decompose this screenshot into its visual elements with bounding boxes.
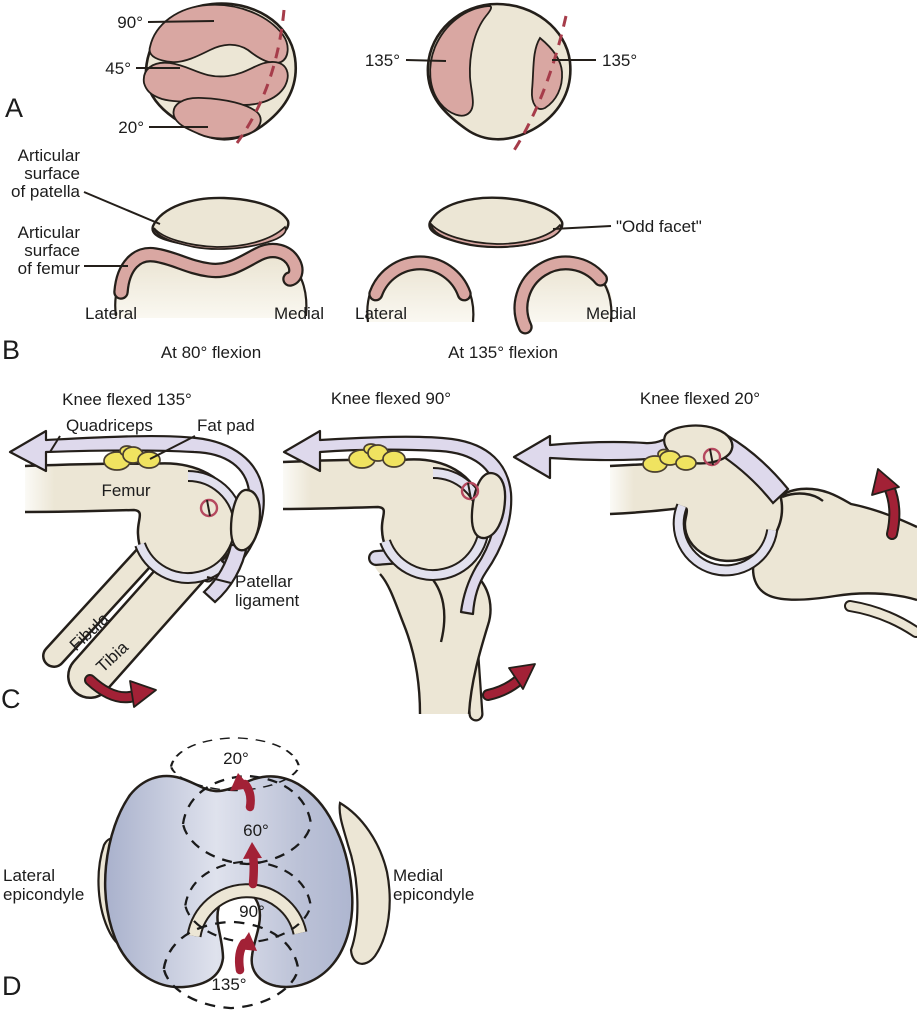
joint-space bbox=[381, 469, 489, 579]
panel-letter-c: C bbox=[1, 684, 21, 714]
tracking-arrows bbox=[230, 773, 262, 975]
articular-femur-line2: surface bbox=[24, 241, 80, 260]
tibia-rotation-arrow bbox=[484, 676, 523, 699]
articular-femur-line3: of femur bbox=[18, 259, 81, 278]
label-quadriceps: Quadriceps bbox=[66, 416, 153, 435]
contact-band-45 bbox=[142, 61, 289, 106]
title-knee-20: Knee flexed 20° bbox=[640, 389, 760, 408]
title-knee-135: Knee flexed 135° bbox=[62, 390, 192, 409]
patellar-ligament-band bbox=[716, 434, 790, 505]
panel-b: Lateral Medial At 80° flexion "Odd facet… bbox=[2, 146, 702, 365]
patella-track-outlines bbox=[162, 737, 313, 1010]
articular-patella-line1: Articular bbox=[18, 146, 81, 165]
label-90deg-position: 90° bbox=[239, 902, 265, 921]
label-lateral-epicondyle-1: Lateral bbox=[3, 866, 55, 885]
patella-outline-90 bbox=[184, 860, 312, 944]
knee-135: Knee flexed 135° Quadriceps Fat pad Femu… bbox=[8, 390, 300, 708]
tibia-bone bbox=[753, 488, 917, 600]
panel-a: 90° 45° 20° 135° 135° A bbox=[5, 2, 637, 153]
label-lateral: Lateral bbox=[85, 304, 137, 323]
label-20deg: 20° bbox=[118, 118, 144, 137]
label-ligament: ligament bbox=[235, 591, 300, 610]
joint-space bbox=[674, 504, 777, 575]
articular-surface-labels: Articular surface of patella Articular s… bbox=[11, 146, 161, 278]
panel-d: 20° 60° 90° 135° Lateral epicondyle Medi… bbox=[2, 737, 474, 1010]
knee-20: Knee flexed 20° bbox=[512, 389, 917, 638]
tibia-bone bbox=[69, 547, 207, 697]
label-medial-epicondyle-1: Medial bbox=[393, 866, 443, 885]
fat-pad bbox=[348, 443, 406, 469]
lateral-facet-dashed-line bbox=[235, 9, 286, 144]
patella-contact-left: 90° 45° 20° bbox=[105, 2, 298, 144]
label-20deg-position: 20° bbox=[223, 749, 249, 768]
intercondylar-notch-arch bbox=[188, 885, 306, 938]
quadriceps-arrow bbox=[282, 429, 513, 616]
knee-90: Knee flexed 90° bbox=[282, 389, 536, 722]
patella-contact-right: 135° 135° bbox=[365, 2, 637, 153]
articular-patella-line2: surface bbox=[24, 164, 80, 183]
fibula-bone bbox=[846, 602, 917, 636]
articular-femur-line1: Articular bbox=[18, 223, 81, 242]
label-medial: Medial bbox=[586, 304, 636, 323]
caption-80deg: At 80° flexion bbox=[161, 343, 261, 362]
patella-outline-60 bbox=[181, 774, 313, 866]
label-90deg: 90° bbox=[117, 13, 143, 32]
caption-135deg: At 135° flexion bbox=[448, 343, 558, 362]
view-80deg: Lateral Medial At 80° flexion bbox=[85, 196, 324, 362]
label-135deg-position: 135° bbox=[211, 975, 246, 994]
tibia-rotation-arrow bbox=[86, 676, 138, 702]
patellar-ligament-band bbox=[202, 543, 249, 604]
label-odd-facet: "Odd facet" bbox=[616, 217, 702, 236]
label-135deg-right: 135° bbox=[602, 51, 637, 70]
patella-cartilage-band bbox=[153, 225, 287, 250]
fibula-bone bbox=[44, 541, 160, 666]
fat-pad bbox=[642, 448, 697, 473]
tibia-rotation-arrow bbox=[885, 483, 899, 538]
patella-cartilage-band bbox=[429, 221, 562, 248]
title-knee-90: Knee flexed 90° bbox=[331, 389, 451, 408]
label-patellar: Patellar bbox=[235, 572, 293, 591]
patella-outline-135 bbox=[162, 920, 300, 1010]
label-medial: Medial bbox=[274, 304, 324, 323]
view-135deg: "Odd facet" Lateral Medial At 135° flexi… bbox=[355, 196, 702, 362]
patella-side bbox=[229, 488, 262, 552]
panel-letter-b: B bbox=[2, 335, 20, 365]
label-60deg-position: 60° bbox=[243, 821, 269, 840]
label-45deg: 45° bbox=[105, 59, 131, 78]
femur-bone bbox=[283, 459, 483, 574]
contact-band-20 bbox=[172, 97, 262, 140]
label-135deg-left: 135° bbox=[365, 51, 400, 70]
femur-bone bbox=[25, 463, 237, 578]
articular-patella-line3: of patella bbox=[11, 182, 81, 201]
label-femur: Femur bbox=[101, 481, 150, 500]
label-lateral-epicondyle-2: epicondyle bbox=[3, 885, 84, 904]
panel-letter-a: A bbox=[5, 93, 23, 123]
panel-c: Knee flexed 135° Quadriceps Fat pad Femu… bbox=[1, 389, 917, 722]
femur-mound bbox=[114, 253, 308, 318]
medial-epicondyle-bone bbox=[338, 801, 391, 965]
label-medial-epicondyle-2: epicondyle bbox=[393, 885, 474, 904]
label-lateral: Lateral bbox=[355, 304, 407, 323]
femur-distal-view bbox=[103, 774, 354, 989]
tibia-bone bbox=[373, 550, 491, 714]
panel-letter-d: D bbox=[2, 971, 22, 1001]
patella-outline-20 bbox=[169, 737, 301, 792]
femur-bone bbox=[610, 453, 782, 561]
label-fat-pad: Fat pad bbox=[197, 416, 255, 435]
contact-band-135-lateral bbox=[429, 5, 493, 117]
